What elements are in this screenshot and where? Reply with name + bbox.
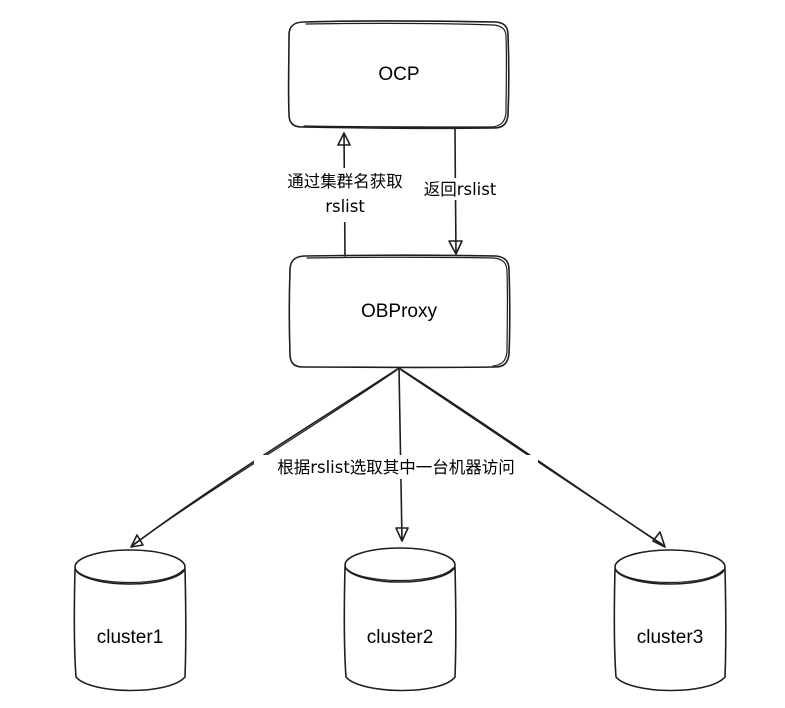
- cluster2-label: cluster2: [367, 627, 434, 648]
- cluster3-node: cluster3: [613, 549, 727, 692]
- arrowhead-up: [337, 132, 351, 146]
- cluster1-cylinder: [73, 568, 187, 692]
- route-arrow-cluster2: [398, 367, 403, 541]
- arrowhead-down: [448, 240, 463, 255]
- obproxy-box: [288, 254, 511, 369]
- cluster3-label: cluster3: [637, 627, 704, 648]
- obproxy-node: OBProxy: [288, 254, 511, 369]
- ocp-label: OCP: [378, 64, 419, 85]
- cluster3-cylinder: [613, 568, 727, 692]
- route-label: 根据rslist选取其中一台机器访问: [277, 458, 515, 477]
- cluster1-label: cluster1: [97, 627, 164, 648]
- request-label-line2: rslist: [325, 197, 365, 216]
- cluster1-node: cluster1: [73, 549, 187, 692]
- response-label: 返回rslist: [424, 180, 497, 199]
- ocp-node: OCP: [287, 20, 510, 130]
- obproxy-label: OBProxy: [361, 301, 438, 322]
- request-label-line1: 通过集群名获取: [287, 172, 403, 191]
- cluster2-node: cluster2: [343, 547, 457, 692]
- cluster2-cylinder: [343, 566, 457, 692]
- ocp-box: [287, 20, 510, 130]
